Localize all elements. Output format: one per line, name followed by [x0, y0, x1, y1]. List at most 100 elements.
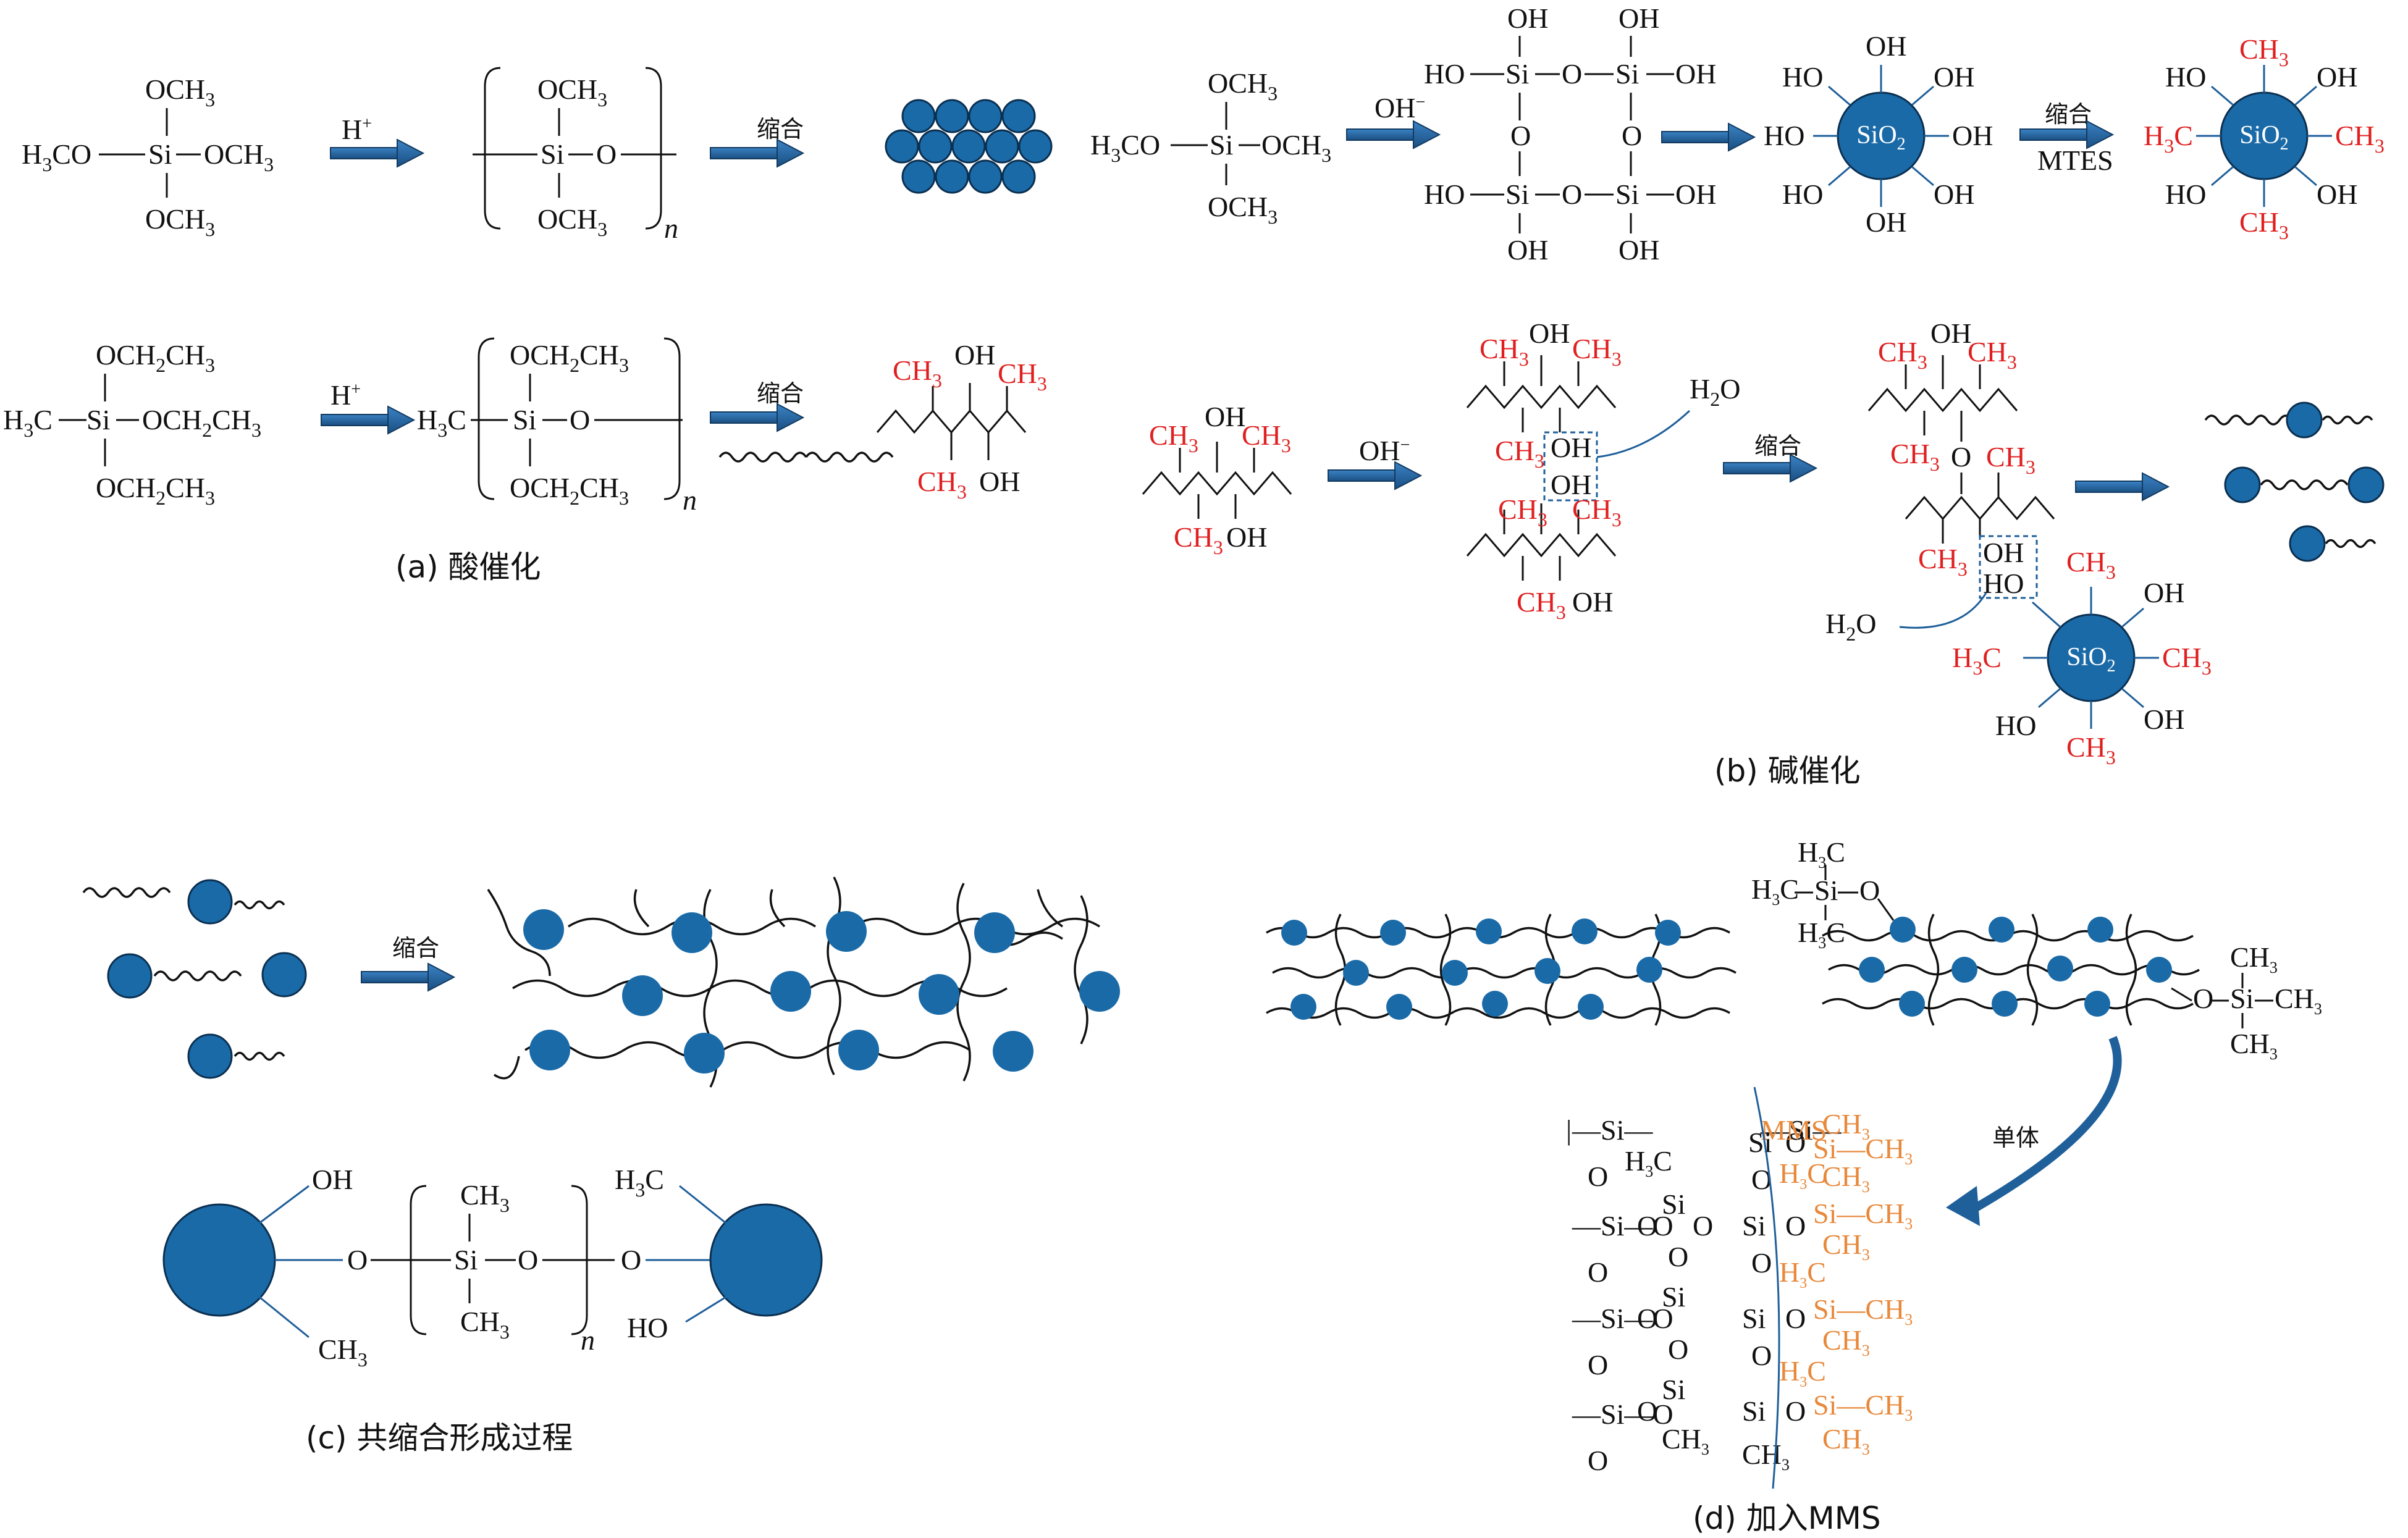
svg-text:O: O — [1637, 1395, 1657, 1427]
svg-text:CH3: CH3 — [1480, 333, 1529, 370]
panel-c-co-condensation: 缩合 — [82, 876, 1120, 1456]
svg-text:CH3: CH3 — [2239, 206, 2289, 243]
svg-text:OH: OH — [1866, 30, 1906, 62]
svg-text:O: O — [1562, 58, 1582, 90]
svg-text:O: O — [1588, 1349, 1608, 1380]
h3co-left: H3CO — [22, 138, 91, 175]
siloxane-mms-network: —Si— | —Si— O —Si—O O —Si—O O —Si—O O H3… — [1566, 1086, 1913, 1489]
svg-text:缩合: 缩合 — [2045, 101, 2092, 128]
svg-text:OCH2CH3: OCH2CH3 — [510, 472, 629, 509]
svg-text:OCH2CH3: OCH2CH3 — [510, 339, 629, 376]
svg-text:CH3: CH3 — [2066, 546, 2116, 583]
svg-text:OH: OH — [312, 1164, 353, 1195]
condensation-label: 缩合 — [757, 116, 804, 143]
svg-text:H3C: H3C — [1798, 836, 1845, 872]
svg-text:CH3: CH3 — [2239, 33, 2289, 70]
svg-text:O: O — [1637, 1210, 1657, 1242]
svg-text:CH3: CH3 — [1517, 586, 1566, 623]
svg-text:H3C: H3C — [417, 404, 466, 441]
svg-text:Si: Si — [1615, 179, 1639, 210]
svg-text:OH: OH — [2317, 179, 2357, 210]
chain-pair-dehydration: CH3 OH CH3 CH3 OH OH H2O CH3 CH3 CH3 OH — [1466, 317, 1740, 623]
svg-text:OH−: OH− — [1374, 92, 1425, 124]
svg-text:缩合: 缩合 — [757, 380, 804, 407]
svg-text:OH: OH — [2317, 61, 2357, 93]
tmos-molecule-b: OCH3 H3CO Si OCH3 OCH3 — [1090, 67, 1331, 228]
svg-text:OH: OH — [1983, 537, 2024, 568]
svg-text:CH3: CH3 — [1822, 1229, 1870, 1264]
svg-text:HO: HO — [1983, 568, 2024, 599]
svg-text:OH: OH — [1572, 586, 1613, 618]
network-before-mms — [1266, 914, 1737, 1026]
svg-text:|: | — [1566, 1114, 1572, 1146]
svg-text:O: O — [1785, 1210, 1806, 1242]
svg-text:HO: HO — [1424, 58, 1465, 90]
svg-text:Si: Si — [86, 404, 110, 435]
svg-text:CH3: CH3 — [1572, 494, 1622, 531]
svg-text:H3C: H3C — [2144, 120, 2193, 157]
cocondensed-structure: OH CH3 O CH3 Si O CH3 n O H3C HO — [162, 1164, 823, 1371]
caption-d: (d) 加入MMS — [1693, 1500, 1881, 1536]
svg-text:OH: OH — [1675, 58, 1716, 90]
svg-text:Si: Si — [1505, 179, 1529, 210]
svg-text:CH3: CH3 — [1822, 1108, 1870, 1143]
caption-c: (c) 共缩合形成过程 — [306, 1420, 573, 1456]
svg-text:CH3: CH3 — [1822, 1161, 1870, 1196]
svg-text:OCH3: OCH3 — [537, 74, 607, 111]
svg-text:OH: OH — [1675, 179, 1716, 210]
svg-text:CH3: CH3 — [1742, 1439, 1790, 1474]
svg-text:n: n — [683, 484, 697, 516]
svg-text:H3C: H3C — [1779, 1256, 1826, 1292]
svg-text:H3C: H3C — [1779, 1158, 1826, 1193]
svg-text:OH: OH — [2144, 577, 2184, 608]
packed-particles — [885, 99, 1053, 194]
svg-text:O: O — [1637, 1303, 1657, 1334]
och3-bottom: OCH3 — [145, 203, 215, 240]
svg-text:O: O — [518, 1244, 538, 1275]
svg-text:O: O — [1785, 1395, 1806, 1427]
svg-text:H2O: H2O — [1690, 373, 1740, 410]
svg-text:O: O — [1588, 1445, 1608, 1476]
caption-b: (b) 碱催化 — [1714, 753, 1861, 789]
svg-text:CH3: CH3 — [1498, 494, 1547, 531]
svg-text:CH3: CH3 — [2066, 731, 2116, 768]
svg-text:CH3: CH3 — [1878, 336, 1927, 373]
svg-text:CH3: CH3 — [1822, 1423, 1870, 1458]
svg-text:Si: Si — [454, 1244, 478, 1275]
svg-text:H3C: H3C — [1798, 917, 1845, 952]
network-after-mms: H3C H3C Si O H3C O Si CH3 CH3 CH3 — [1751, 836, 2322, 1063]
svg-text:SiO2: SiO2 — [1856, 121, 1905, 154]
svg-text:CH3: CH3 — [2335, 120, 2385, 157]
svg-text:O: O — [1562, 179, 1582, 210]
panel-b-top-silica-formation: OCH3 H3CO Si OCH3 OCH3 OH− OH OH HO Si O… — [1090, 2, 2385, 266]
svg-text:O: O — [2193, 983, 2213, 1014]
methyl-chain-b1: CH3 OH CH3 CH3 OH — [1142, 401, 1292, 558]
svg-text:n: n — [664, 212, 678, 244]
svg-text:OH: OH — [1205, 401, 1245, 432]
svg-text:H3C: H3C — [1952, 642, 2002, 679]
svg-text:OCH3: OCH3 — [1208, 191, 1278, 228]
mms-label: MMS — [1761, 1114, 1827, 1146]
och3-right: OCH3 — [204, 138, 274, 175]
methyl-chain: CH3 OH CH3 CH3 OH — [876, 339, 1047, 503]
svg-text:OH: OH — [1619, 2, 1659, 34]
svg-text:—Si—: —Si— — [1572, 1114, 1653, 1146]
svg-text:OH: OH — [1226, 521, 1267, 553]
tmos-molecule: OCH3 H3CO Si OCH3 OCH3 — [22, 74, 274, 240]
svg-text:OH: OH — [1934, 61, 1974, 93]
svg-text:Si—CH3: Si—CH3 — [1813, 1133, 1913, 1168]
svg-text:CH3: CH3 — [1495, 435, 1544, 472]
svg-text:O: O — [1751, 1340, 1772, 1371]
silica-particle-methyl: SiO2 CH3 CH3 H3C CH3 HO OH HO OH — [2144, 33, 2385, 243]
silanol-network: OH OH HO Si O Si OH O O HO Si O Si — [1424, 2, 1716, 266]
svg-text:O: O — [596, 138, 617, 170]
svg-text:CH3: CH3 — [1572, 333, 1622, 370]
caption-a: (a) 酸催化 — [395, 549, 541, 585]
mtes-molecule: OCH2CH3 H3C Si OCH2CH3 OCH2CH3 — [3, 339, 261, 509]
svg-text:O: O — [621, 1244, 641, 1275]
svg-text:CH3: CH3 — [1174, 521, 1223, 558]
svg-text:H3C: H3C — [615, 1164, 664, 1201]
svg-text:O: O — [1859, 875, 1880, 906]
svg-text:O: O — [1693, 1210, 1713, 1242]
